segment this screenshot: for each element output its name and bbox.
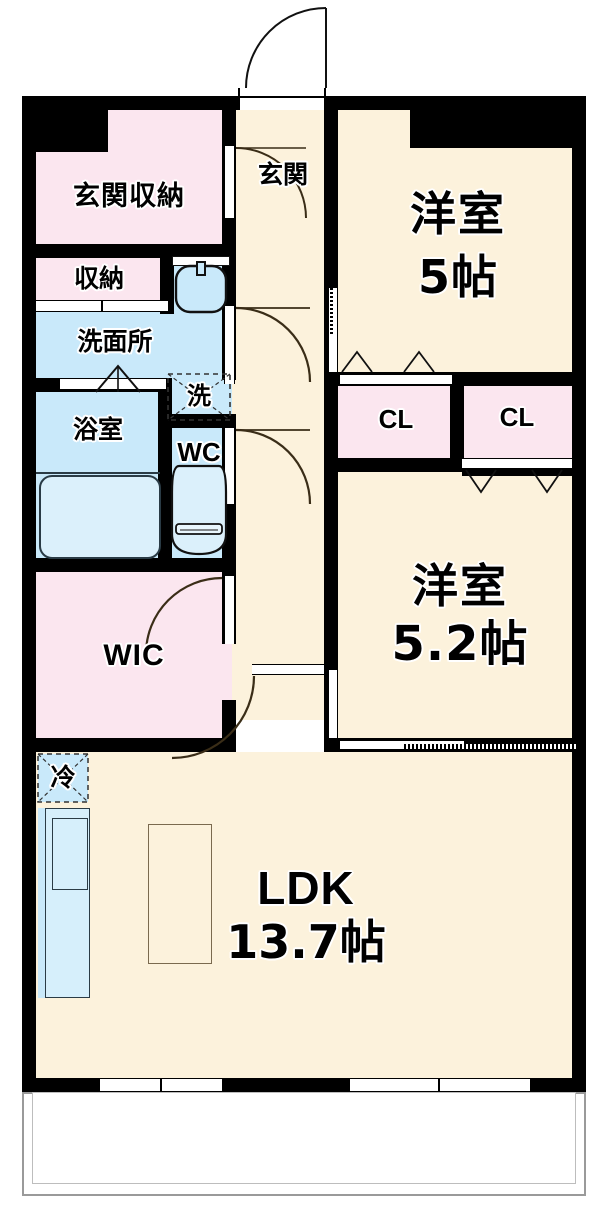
kitchen-counter-edge [38,808,46,998]
window-room5-west-hatch [330,288,333,334]
structural-block-top-left [36,110,108,152]
balcony-window-right-divider [438,1078,440,1092]
closet-doors-shuno-divider [101,300,103,312]
window-room5-west [328,288,338,372]
room-cl-left [338,384,454,460]
room-cl-right [462,380,572,466]
room-ldk [36,752,572,1078]
wc-door-panel[interactable] [224,428,235,504]
wall-wic-top [36,558,236,572]
hallway [232,300,324,720]
wall-hall-east-2 [324,370,338,670]
exterior-wall-top-right [324,96,586,110]
wall-hall-east-1 [324,110,338,288]
room-senmenjo-lower [36,312,166,378]
wall-ldk-top [36,738,236,752]
exterior-wall-left [22,96,36,1092]
structural-block-top-right [410,110,572,148]
genkan-inner-door-panel[interactable] [224,146,235,218]
room-yokushitsu [36,392,164,562]
wall-cl-divider [450,372,464,472]
counter-table [148,824,212,964]
room-wic [36,572,232,744]
wall-bath-east [158,378,172,566]
bath-door-panel[interactable] [60,378,166,390]
wall-closet-bottom [36,244,236,258]
ldk-door-panel[interactable] [252,664,324,675]
wall-cl-right-bottom [462,466,572,476]
exterior-wall-top-left [22,96,240,110]
room-genkan-closet-upper [108,110,222,156]
cl-right-doors[interactable] [462,458,572,469]
wic-door-panel[interactable] [224,576,235,644]
window-room52-west [328,670,338,738]
room-genkan-closet [36,152,222,248]
room-yoshitsu-5 [338,110,572,378]
wall-shuno-right [160,248,174,314]
room52-ldk-slider-hatch [404,744,576,749]
room-yoshitsu-52 [338,466,572,738]
balcony-inner [32,1092,576,1184]
cl-left-doors[interactable] [340,374,452,385]
kitchen-sink [52,818,88,890]
room52-ldk-slider[interactable] [340,740,464,750]
senmenjo-door-panel[interactable] [224,306,235,384]
balcony-window-left-divider [160,1078,162,1092]
exterior-wall-right [572,96,586,1092]
wall-cl-left-bottom [338,458,456,472]
balcony-window-right [350,1078,530,1092]
room-shuno-closet [36,258,168,306]
entry-door-opening [238,88,326,98]
vanity-counter [172,256,230,266]
